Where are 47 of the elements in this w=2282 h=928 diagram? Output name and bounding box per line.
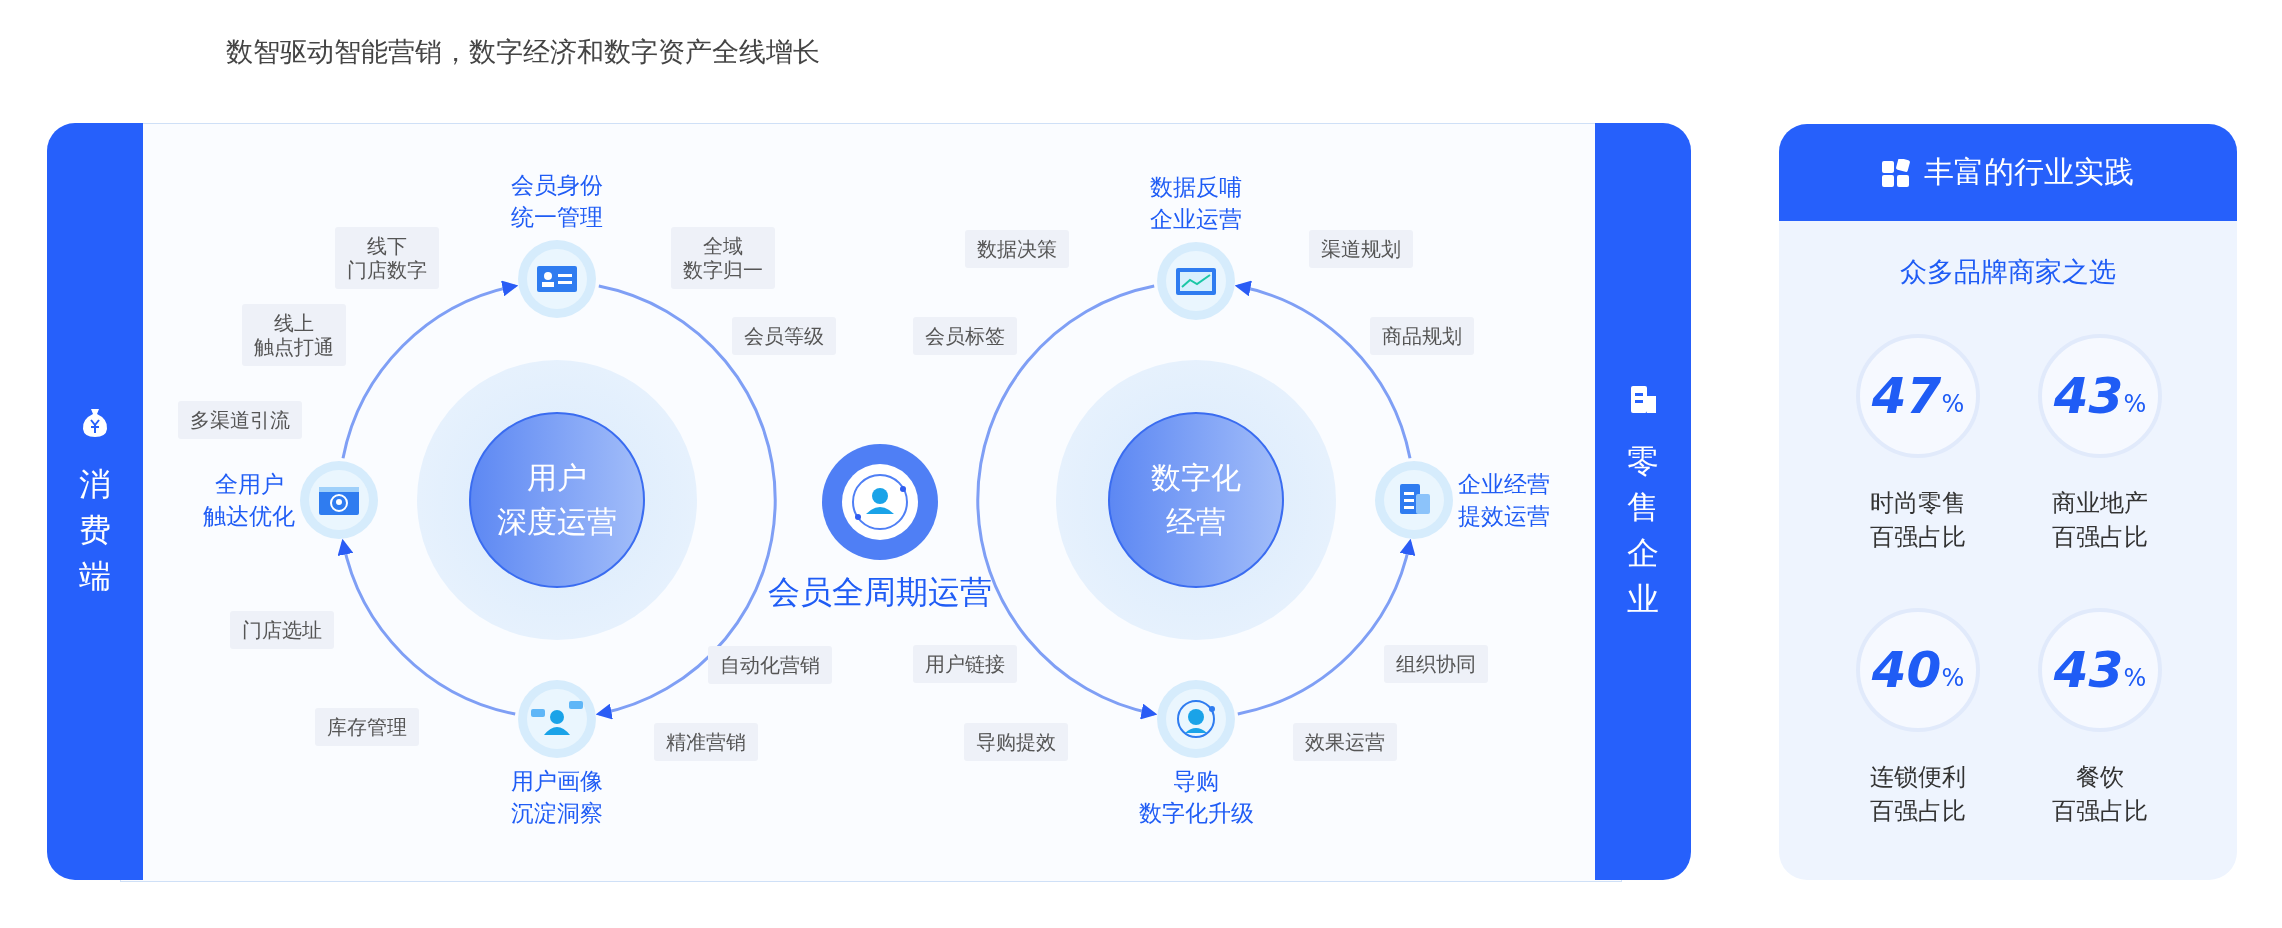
- stat-circle: 47%: [1856, 334, 1980, 458]
- stat-caption: 餐饮百强占比: [2051, 762, 2149, 827]
- subtitle: 数智驱动智能营销，数字经济和数字资产全线增长: [226, 35, 820, 69]
- stat-caption: 时尚零售百强占比: [1869, 488, 1967, 553]
- header-bar: [1779, 124, 2237, 221]
- vertical-label: 消费端: [78, 463, 112, 597]
- tag: 多渠道引流: [178, 401, 302, 439]
- cycle-arrow: [1234, 281, 1412, 459]
- tag: 用户链接: [913, 645, 1017, 683]
- node-caption: 数据反哺企业运营: [1149, 173, 1243, 234]
- node-caption: 企业经营提效运营: [1458, 470, 1550, 531]
- side-bar: [1595, 123, 1691, 880]
- header-title: 丰富的行业实践: [1924, 153, 2134, 191]
- card-subtitle: 众多品牌商家之选: [1899, 255, 2117, 289]
- cycle-arrow: [595, 284, 777, 719]
- stat-caption: 连锁便利百强占比: [1869, 762, 1967, 827]
- tag: 库存管理: [315, 708, 419, 746]
- stat-circle: 43%: [2038, 334, 2162, 458]
- node-caption: 会员身份统一管理: [510, 171, 604, 232]
- vertical-label: 零售企业: [1626, 440, 1660, 620]
- cycle-arrow: [1237, 538, 1415, 716]
- tag: 门店选址: [230, 611, 334, 649]
- cycle-arrow: [338, 538, 516, 716]
- tag: 线上触点打通: [242, 304, 346, 366]
- tag: 全域数字归一: [671, 227, 775, 289]
- stat-circle: 43%: [2038, 608, 2162, 732]
- stat-caption: 商业地产百强占比: [2051, 488, 2149, 553]
- stat-circle: 40%: [1856, 608, 1980, 732]
- tag: 精准营销: [654, 723, 758, 761]
- tag: 商品规划: [1370, 317, 1474, 355]
- node-caption: 会员全周期运营: [768, 572, 992, 612]
- node-caption: 导购数字化升级: [1137, 767, 1255, 828]
- tag: 效果运营: [1293, 723, 1397, 761]
- tag: 数据决策: [965, 230, 1069, 268]
- tag: 导购提效: [964, 723, 1068, 761]
- side-bar: [47, 123, 143, 880]
- tag: 自动化营销: [708, 646, 832, 684]
- tag: 会员标签: [913, 317, 1017, 355]
- node-caption: 全用户触达优化: [203, 470, 295, 531]
- cycle-arrow: [341, 281, 519, 459]
- node-caption: 用户画像沉淀洞察: [510, 767, 604, 828]
- tag: 线下门店数字: [335, 227, 439, 289]
- card-background: [1779, 124, 2237, 880]
- tag: 会员等级: [732, 317, 836, 355]
- tag: 组织协同: [1384, 645, 1488, 683]
- cycle-arrow: [976, 284, 1158, 719]
- tag: 渠道规划: [1309, 230, 1413, 268]
